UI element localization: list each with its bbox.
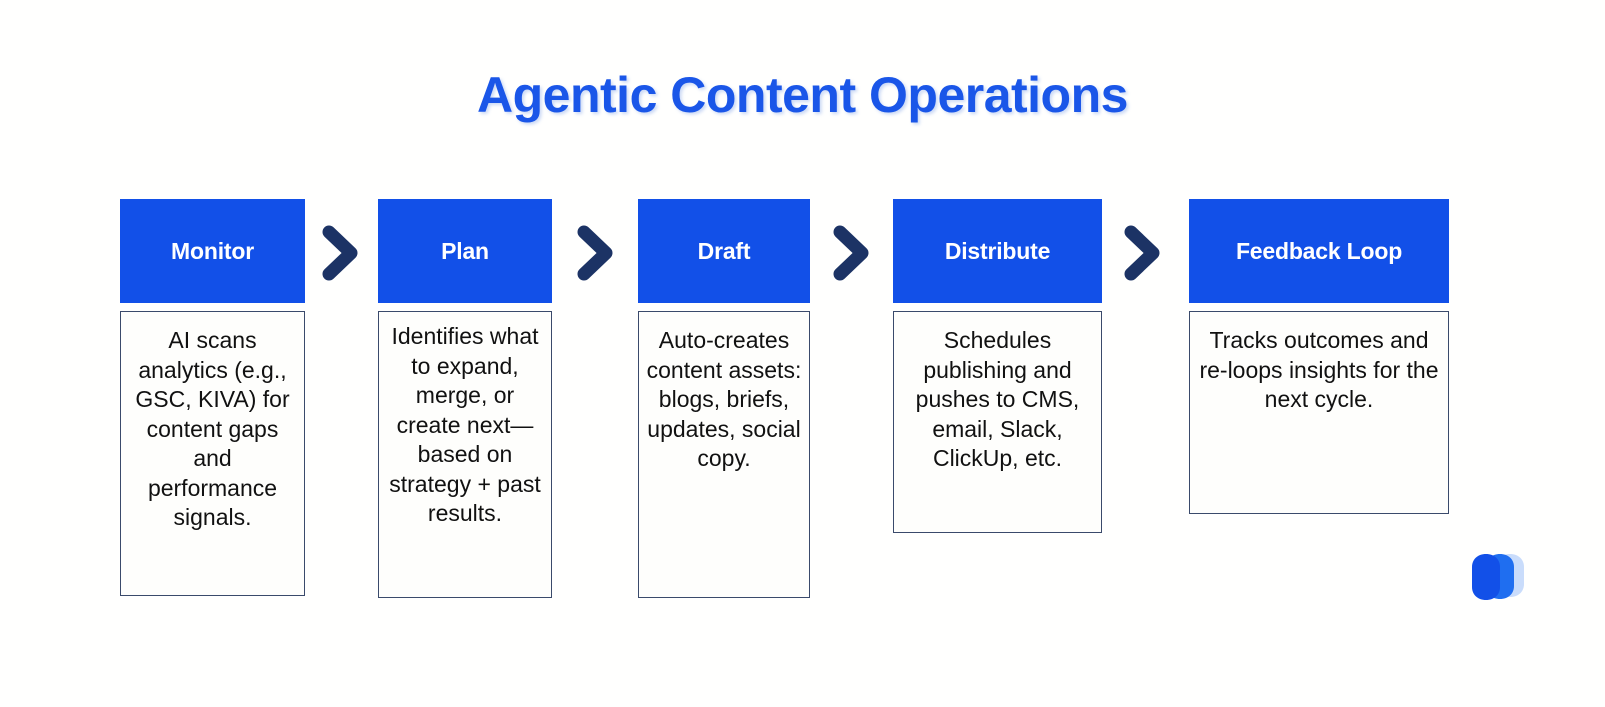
w-mark-logo: [1466, 550, 1530, 606]
flow-stage-description: Schedules publishing and pushes to CMS, …: [893, 311, 1102, 533]
flow-stage-monitor[interactable]: Monitor AI scans analytics (e.g., GSC, K…: [120, 199, 305, 596]
chevron-right-icon: [573, 224, 619, 282]
flow-stage-description: AI scans analytics (e.g., GSC, KIVA) for…: [120, 311, 305, 596]
chevron-right-icon: [829, 224, 875, 282]
page-title: Agentic Content Operations: [477, 67, 1128, 123]
flow-stage-description: Tracks outcomes and re-loops insights fo…: [1189, 311, 1449, 514]
flow-stage-plan[interactable]: Plan Identifies what to expand, merge, o…: [378, 199, 552, 598]
flow-stage-draft[interactable]: Draft Auto-creates content assets: blogs…: [638, 199, 810, 598]
flow-stage-description: Auto-creates content assets: blogs, brie…: [638, 311, 810, 598]
flow-stage-header: Feedback Loop: [1189, 199, 1449, 303]
flow-stage-distribute[interactable]: Distribute Schedules publishing and push…: [893, 199, 1102, 533]
flow-stage-description: Identifies what to expand, merge, or cre…: [378, 311, 552, 598]
chevron-right-icon: [1120, 224, 1166, 282]
flow-stage-header: Plan: [378, 199, 552, 303]
flow-stage-header: Distribute: [893, 199, 1102, 303]
chevron-right-icon: [318, 224, 364, 282]
flow-stage-feedback-loop[interactable]: Feedback Loop Tracks outcomes and re-loo…: [1189, 199, 1449, 514]
flow-stage-header: Draft: [638, 199, 810, 303]
flow-stage-header: Monitor: [120, 199, 305, 303]
